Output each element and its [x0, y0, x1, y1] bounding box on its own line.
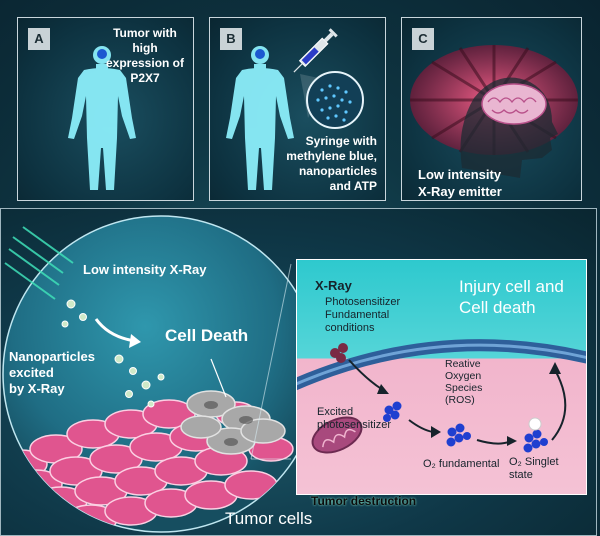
- low-intensity-xray-label: Low intensity X-Ray: [83, 262, 207, 277]
- panel-c: C Low intensity X-Ray e: [401, 17, 582, 201]
- ros-molecule: [446, 423, 471, 447]
- tumor-highlight: [97, 49, 107, 59]
- inset-diagram: [297, 339, 586, 454]
- photosensitizer-label: Photosensitizer Fundamental conditions: [325, 296, 401, 334]
- singlet-oxygen-molecule: [523, 417, 548, 453]
- panel-c-caption: Low intensity X-Ray emitter: [418, 167, 502, 199]
- photosensitizer-molecule: [330, 343, 348, 363]
- nanoparticle-zoom-icon: [306, 71, 364, 129]
- human-body-icon: [68, 46, 136, 190]
- panel-b-caption: Syringe with methylene blue, nanoparticl…: [286, 134, 377, 193]
- tumor-destruction-label: Tumor destruction: [311, 494, 417, 508]
- cell-death-label: Cell Death: [165, 326, 249, 345]
- panel-b-letter: B: [220, 28, 242, 50]
- mechanism-inset: X-Ray Photosensitizer Fundamental condit…: [296, 259, 587, 495]
- mitochondrion-icon: [311, 416, 363, 454]
- main-panel: X-Ray Photosensitizer Fundamental condit…: [0, 208, 597, 536]
- ros-label: Reative Oxygen Species (ROS): [445, 358, 483, 406]
- panel-c-letter: C: [412, 28, 434, 50]
- panel-b: B Syring: [209, 17, 386, 201]
- injury-label: Injury cell and Cell death: [459, 277, 564, 317]
- panel-a-letter: A: [28, 28, 50, 50]
- nanoparticles-label: Nanoparticles excited by X-Ray: [9, 349, 95, 396]
- panel-a: A Tumor with high expression of P2X7: [17, 17, 194, 201]
- xray-emitter-illustration: [410, 45, 578, 178]
- excited-photosensitizer-label: Excited photosensitizer: [317, 406, 391, 431]
- inset-xray-label: X-Ray: [315, 278, 352, 293]
- excited-molecule: [383, 401, 402, 422]
- nanoparticles: [61, 299, 165, 408]
- o2-fundamental-label: O₂ fundamental: [423, 458, 500, 470]
- xray-beams: [4, 226, 74, 300]
- tumor-illustration: [2, 215, 320, 533]
- panel-b-illustration: [226, 28, 364, 190]
- brain-icon: [481, 83, 547, 125]
- syringe-icon: [293, 28, 338, 73]
- tumor-cells-label: Tumor cells: [225, 509, 313, 528]
- panel-a-caption: Tumor with high expression of P2X7: [105, 26, 185, 85]
- o2-singlet-label: O₂ Singlet state: [509, 456, 559, 481]
